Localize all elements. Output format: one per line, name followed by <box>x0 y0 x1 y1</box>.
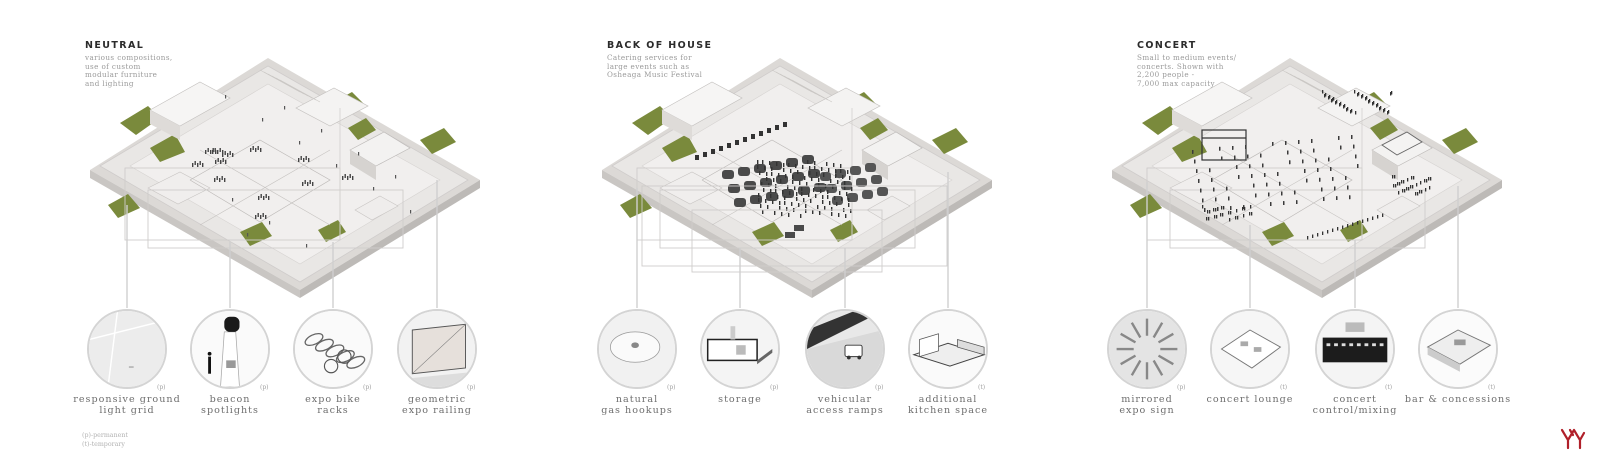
feature-tag: (p) <box>1177 384 1186 391</box>
plaza-3 <box>1112 58 1502 298</box>
ramp-icon <box>805 309 885 389</box>
expo-sign-icon <box>1107 309 1187 389</box>
logo-icon <box>1560 428 1586 450</box>
feature-label: expo bike racks <box>305 394 361 416</box>
feature-label: mirrored expo sign <box>1119 394 1175 416</box>
bike-rack-icon <box>293 309 373 389</box>
gas-hookup-icon <box>597 309 677 389</box>
legend-temporary: (t)-temporary <box>82 441 125 448</box>
panel-description: Catering services for large events such … <box>607 53 703 79</box>
feature-tag: (t) <box>1385 384 1393 391</box>
feature-label: beacon spotlights <box>201 394 259 416</box>
panel-title: CONCERT <box>1137 40 1197 51</box>
feature-label: additional kitchen space <box>907 394 989 416</box>
feature-tag: (t) <box>1280 384 1288 391</box>
panel-back-of-house: BACK OF HOUSE Catering services for larg… <box>607 0 1127 465</box>
storage-icon <box>700 309 780 389</box>
feature-tag: (p) <box>770 384 779 391</box>
feature-tag: (p) <box>157 384 166 391</box>
panel-concert: CONCERT Small to medium events/ concerts… <box>1137 0 1600 465</box>
feature-tag: (p) <box>667 384 676 391</box>
feature-tag: (p) <box>260 384 269 391</box>
panel-title: BACK OF HOUSE <box>607 40 713 51</box>
feature-tag: (p) <box>363 384 372 391</box>
kitchen-icon <box>908 309 988 389</box>
light-grid-icon <box>87 309 167 389</box>
panel-description: Small to medium events/ concerts. Shown … <box>1137 53 1237 88</box>
feature-label: natural gas hookups <box>601 394 673 416</box>
feature-label: responsive ground light grid <box>73 394 181 416</box>
beacon-icon <box>190 309 270 389</box>
feature-label: concert lounge <box>1206 394 1294 405</box>
feature-tag: (p) <box>467 384 476 391</box>
mixing-icon <box>1315 309 1395 389</box>
lounge-icon <box>1210 309 1290 389</box>
feature-tag: (p) <box>875 384 884 391</box>
feature-label: bar & concessions <box>1404 394 1512 405</box>
feature-label: vehicular access ramps <box>806 394 884 416</box>
plaza-1 <box>90 58 480 298</box>
railing-icon <box>397 309 477 389</box>
panel-neutral: NEUTRAL various compositions, use of cus… <box>85 0 605 465</box>
legend: (p)-permanent (t)-temporary <box>82 431 128 449</box>
legend-permanent: (p)-permanent <box>82 432 128 439</box>
feature-tag: (t) <box>1488 384 1496 391</box>
panel-description: various compositions, use of custom modu… <box>85 53 173 88</box>
bar-icon <box>1418 309 1498 389</box>
feature-label: geometric expo railing <box>402 394 472 416</box>
feature-label: storage <box>718 394 762 405</box>
panel-title: NEUTRAL <box>85 40 145 51</box>
feature-label: concert control/mixing <box>1312 394 1398 416</box>
plaza-2 <box>602 58 992 298</box>
feature-tag: (t) <box>978 384 986 391</box>
